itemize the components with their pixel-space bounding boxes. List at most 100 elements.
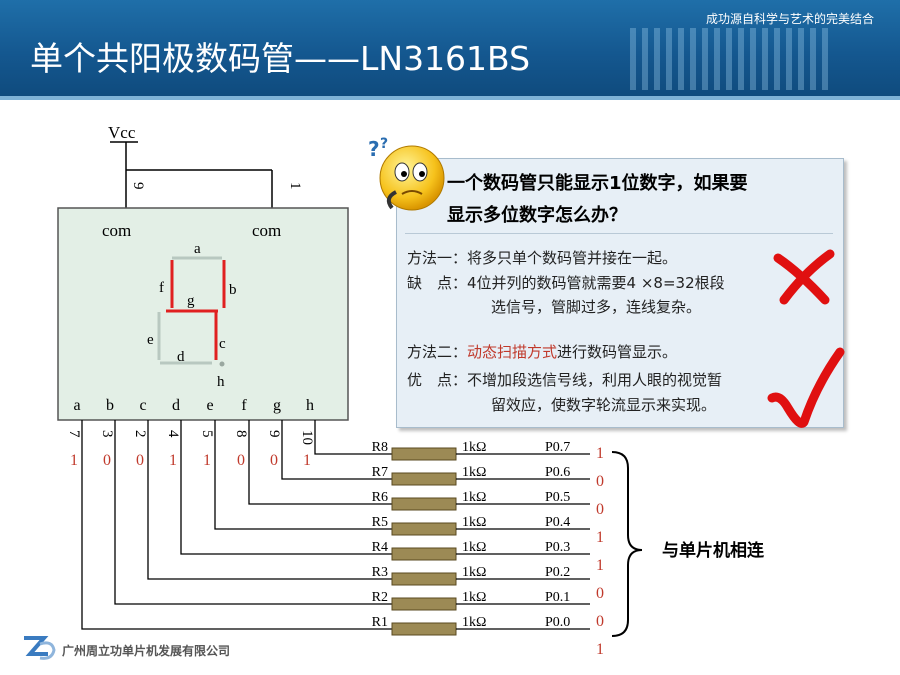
resistor-body <box>391 547 457 561</box>
resistor-body <box>391 597 457 611</box>
svg-text:?: ? <box>368 137 380 161</box>
segment-wire <box>147 420 392 580</box>
mcu-connection-label: 与单片机相连 <box>662 540 765 561</box>
port-bit: 1 <box>596 641 604 658</box>
method1-text: 方法一：将多只单个数码管并接在一起。 <box>407 249 678 267</box>
pin-bit: 0 <box>237 452 245 469</box>
port-bit: 1 <box>596 557 604 574</box>
display-chip-body <box>57 207 349 421</box>
pin-letter-d: d <box>172 397 180 414</box>
port-label: P0.6 <box>545 465 570 480</box>
segment-wires <box>81 420 392 630</box>
resistor-label: R4 <box>372 540 388 555</box>
resistor-value: 1kΩ <box>462 440 486 455</box>
port-bit: 1 <box>596 529 604 546</box>
pin-number-8: 8 <box>233 430 249 438</box>
port-label: P0.2 <box>545 565 570 580</box>
pin-letter-h: h <box>306 397 314 414</box>
segment-wire <box>214 420 392 530</box>
segment-wire <box>81 420 392 630</box>
port-label: P0.4 <box>545 515 570 530</box>
pin-bit: 0 <box>136 452 144 469</box>
header-rule <box>0 96 900 100</box>
port-bit: 0 <box>596 585 604 602</box>
seg-label-b: b <box>229 282 237 298</box>
pin-number-7: 7 <box>66 430 82 438</box>
pin-number-2: 2 <box>132 430 148 438</box>
pin-letter-f: f <box>241 397 247 414</box>
pin-letter-c: c <box>139 397 146 414</box>
resistor-value: 1kΩ <box>462 540 486 555</box>
resistor-value: 1kΩ <box>462 615 486 630</box>
resistor-body <box>391 522 457 536</box>
method1-con-line1: 缺 点：4位并列的数码管就需要4 ×8=32根段 <box>407 274 725 292</box>
pin-bit: 1 <box>70 452 78 469</box>
seg-label-c: c <box>219 336 226 352</box>
resistor-label: R5 <box>372 515 388 530</box>
port-label: P0.1 <box>545 590 570 605</box>
resistor-value: 1kΩ <box>462 490 486 505</box>
resistor-label: R2 <box>372 590 388 605</box>
svg-text:?: ? <box>380 136 388 152</box>
port-label: P0.5 <box>545 490 570 505</box>
vcc-label: Vcc <box>108 123 136 142</box>
method2-highlight: 动态扫描方式 <box>467 343 558 361</box>
company-logo-icon <box>24 636 56 660</box>
pin-bit: 1 <box>303 452 311 469</box>
callout-divider <box>405 233 833 234</box>
port-label: P0.7 <box>545 440 570 455</box>
header-slogan: 成功源自科学与艺术的完美结合 <box>705 12 874 26</box>
port-label: P0.3 <box>545 540 570 555</box>
port-brace <box>611 451 643 637</box>
port-bit: 1 <box>596 445 604 462</box>
pin-number-3: 3 <box>99 430 115 438</box>
resistor-label: R1 <box>372 615 388 630</box>
com-left-label: com <box>102 221 131 240</box>
resistor-body <box>391 622 457 636</box>
method2-suffix: 进行数码管显示。 <box>557 343 678 361</box>
resistor-label: R7 <box>372 465 388 480</box>
port-bit: 0 <box>596 613 604 630</box>
header-banner: 单个共阳极数码管——LN3161BS 成功源自科学与艺术的完美结合 <box>0 0 900 100</box>
company-name: 广州周立功单片机发展有限公司 <box>62 644 231 658</box>
pin-bit: 1 <box>169 452 177 469</box>
port-label: P0.0 <box>545 615 570 630</box>
check-mark-icon <box>767 347 845 428</box>
seg-label-a: a <box>194 241 201 257</box>
pin-letter-a: a <box>73 397 80 414</box>
resistor-body <box>391 472 457 486</box>
port-bit: 0 <box>596 473 604 490</box>
seg-label-g: g <box>187 293 195 309</box>
port-bit: 0 <box>596 501 604 518</box>
method1-con-line2: 选信号，管脚过多，连线复杂。 <box>491 298 702 316</box>
seg-label-e: e <box>147 332 154 348</box>
resistor-value: 1kΩ <box>462 590 486 605</box>
resistor-value: 1kΩ <box>462 465 486 480</box>
callout-question-line1: 一个数码管只能显示1位数字，如果要 <box>447 173 748 194</box>
pin-bit: 1 <box>203 452 211 469</box>
pin-number-9: 9 <box>266 430 282 438</box>
segment-wire <box>248 420 392 505</box>
pin-letter-e: e <box>206 397 213 414</box>
method2-pro-line2: 留效应，使数字轮流显示来实现。 <box>491 396 717 414</box>
resistor-value: 1kΩ <box>462 565 486 580</box>
pin-9-label: 9 <box>130 182 146 190</box>
pin-bit: 0 <box>270 452 278 469</box>
pin-bit: 0 <box>103 452 111 469</box>
com-right-label: com <box>252 221 281 240</box>
pin-number-4: 4 <box>165 430 181 438</box>
method2-prefix: 方法二： <box>407 343 468 361</box>
pin-letter-b: b <box>106 397 114 414</box>
resistor-body <box>391 572 457 586</box>
segment-wire <box>281 420 392 480</box>
seg-label-f: f <box>159 280 164 296</box>
resistor-label: R6 <box>372 490 388 505</box>
cross-mark-icon <box>773 249 835 305</box>
seg-label-h: h <box>217 374 225 390</box>
header-decoration <box>630 28 830 90</box>
seg-label-d: d <box>177 349 185 365</box>
